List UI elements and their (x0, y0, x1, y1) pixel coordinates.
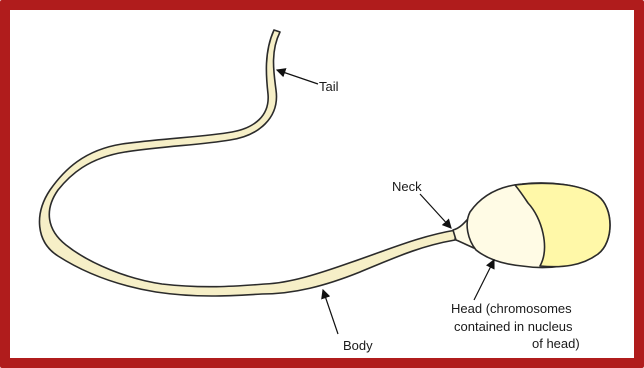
neck-label: Neck (392, 179, 422, 194)
tail-annotation: Tail (277, 70, 339, 94)
body-arrow (323, 290, 338, 334)
head-annotation: Head (chromosomes contained in nucleus o… (451, 260, 580, 351)
tail-arrow (277, 70, 318, 84)
neck-annotation: Neck (392, 179, 451, 228)
tail-flagellum (40, 30, 456, 296)
neck-arrow (420, 194, 451, 228)
body-label: Body (343, 338, 373, 353)
body-annotation: Body (323, 290, 373, 353)
head-label-line3: of head) (532, 336, 580, 351)
head-arrow (474, 260, 494, 300)
tail-label: Tail (319, 79, 339, 94)
head-label-line1: Head (chromosomes (451, 301, 572, 316)
sperm-cell (40, 30, 610, 296)
head-label-line2: contained in nucleus (454, 319, 573, 334)
